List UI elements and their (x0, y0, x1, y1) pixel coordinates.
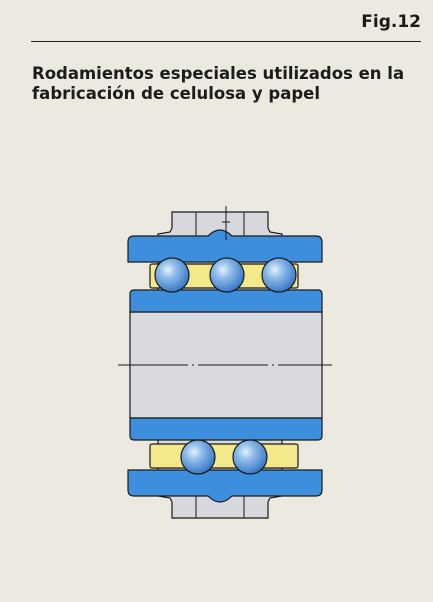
top-inner-ring (129, 289, 323, 313)
ball-top-1 (154, 257, 190, 293)
figure-number: Fig.12 (361, 12, 421, 32)
ball-bottom-2 (232, 439, 268, 475)
figure-title: Rodamientos especiales utilizados en la … (32, 64, 405, 103)
header-rule (31, 41, 421, 42)
bottom-inner-ring (129, 417, 323, 441)
ball-top-3 (261, 257, 297, 293)
top-outer-ring (127, 229, 323, 263)
bottom-outer-ring (127, 469, 323, 503)
ball-top-2 (209, 257, 245, 293)
ball-bottom-1 (180, 439, 216, 475)
